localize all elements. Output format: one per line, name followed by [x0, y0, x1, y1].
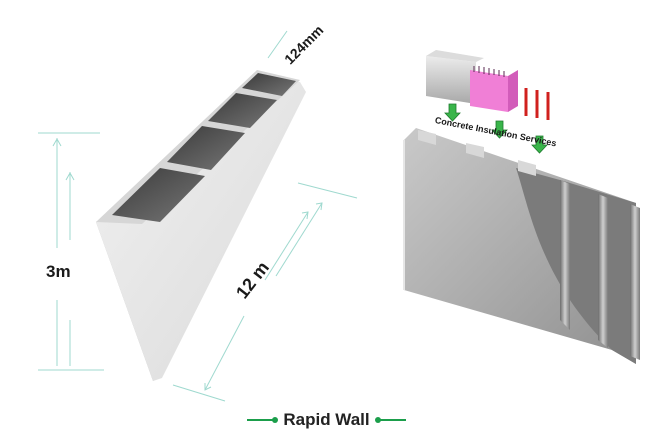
wall-block: [96, 70, 306, 381]
heater-element-side: [508, 70, 518, 112]
length-dimension: [172, 182, 358, 402]
heater-housing-top: [426, 50, 484, 62]
heat-waves: [524, 88, 550, 120]
wall-cell: [242, 73, 296, 96]
wall-cell: [208, 93, 277, 128]
panel-rib: [598, 194, 608, 348]
insulated-panel: [403, 128, 640, 364]
wall-front-face: [96, 72, 306, 381]
panel-rib: [466, 143, 484, 158]
height-dimension: [38, 132, 104, 371]
wall-cell: [167, 126, 245, 170]
caption-line-left: [247, 417, 279, 423]
heater-element: [470, 70, 508, 112]
wall-cells: [112, 73, 296, 222]
panel-rib: [560, 180, 570, 330]
heater-housing: [426, 56, 476, 104]
caption-line-right: [374, 417, 406, 423]
wall-cell: [112, 168, 205, 222]
panel-rib: [630, 204, 640, 360]
panel-rib: [518, 160, 536, 176]
panel-rib: [418, 130, 436, 145]
caption: Rapid Wall: [0, 410, 653, 430]
down-arrow-icon: [444, 103, 548, 154]
heater-fins: [473, 66, 505, 77]
height-label: 3m: [46, 262, 71, 281]
heater-icon: [426, 50, 550, 120]
caption-text: Rapid Wall: [283, 410, 370, 429]
thickness-dimension: [267, 30, 288, 59]
